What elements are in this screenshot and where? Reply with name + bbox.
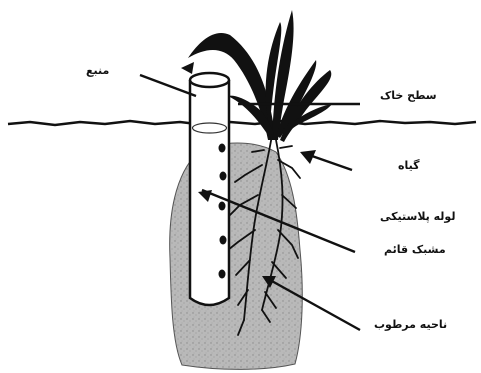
label-pipe-line1: لوله پلاستیکی <box>380 210 455 223</box>
label-source: منبع <box>86 64 109 77</box>
label-moist-zone: ناحیه مرطوب <box>374 318 447 331</box>
label-pipe-line2: مشبک قائم <box>384 243 446 256</box>
label-ground-surface: سطح خاک <box>380 89 437 102</box>
label-plant: گیاه <box>398 159 420 172</box>
ground-line <box>8 121 476 125</box>
